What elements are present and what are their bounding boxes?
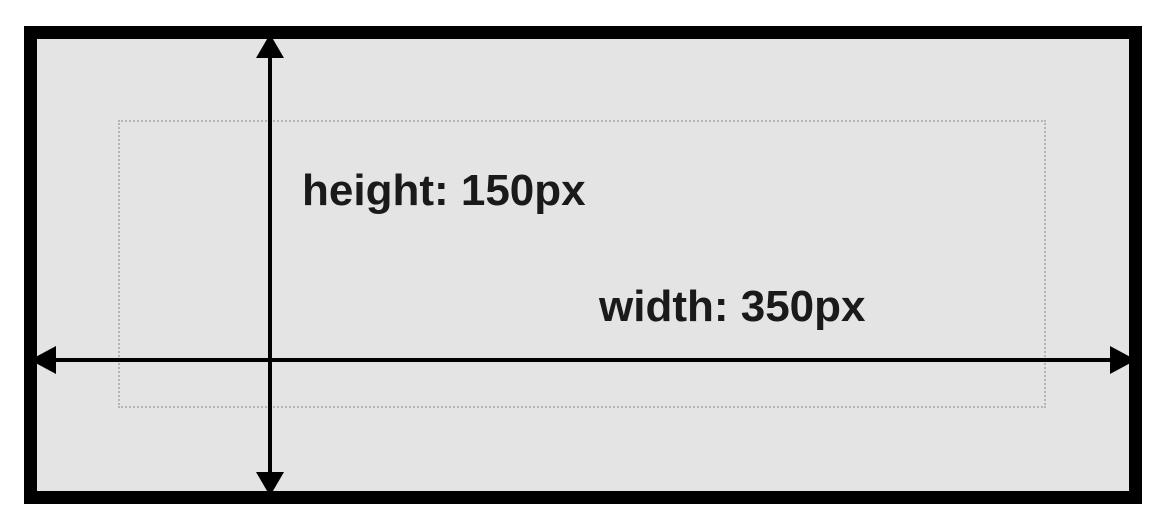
height-label: height: 150px <box>302 166 586 215</box>
width-label: width: 350px <box>599 282 866 331</box>
height-arrow-bottom-head <box>256 472 284 496</box>
height-arrow <box>256 34 284 496</box>
width-arrow-left-head <box>30 346 56 374</box>
content-area-outline <box>118 120 1046 408</box>
width-arrow-right-head <box>1110 346 1136 374</box>
height-arrow-top-head <box>256 34 284 58</box>
outer-box <box>24 26 1142 504</box>
width-arrow <box>30 346 1136 374</box>
